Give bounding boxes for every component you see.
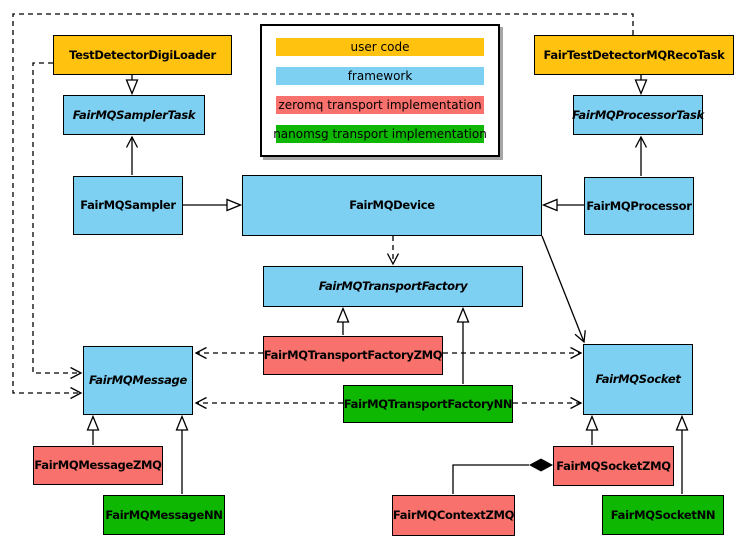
edge-digiloader-message [32,62,83,380]
legend: user code framework zeromq transport imp… [260,24,500,157]
node-fairmqmessagezmq: FairMQMessageZMQ [33,446,163,485]
node-fairmqsocket: FairMQSocket [583,344,693,415]
node-fairmqsocketzmq: FairMQSocketZMQ [553,446,674,486]
node-fairmqprocessortask: FairMQProcessorTask [572,95,704,135]
node-fairmqsamplertask: FairMQSamplerTask [63,95,205,135]
node-fairmqsampler: FairMQSampler [73,176,183,235]
legend-item-nanomsg: nanomsg transport implementation [273,125,487,143]
node-fairmqmessage: FairMQMessage [83,346,193,415]
node-fairmqtransportfactoryzmq: FairMQTransportFactoryZMQ [263,336,443,375]
node-fairmqprocessor: FairMQProcessor [584,177,694,235]
node-fairtestdetectormqrecotask: FairTestDetectorMQRecoTask [534,35,734,75]
node-fairmqdevice: FairMQDevice [242,175,542,236]
node-fairmqsocketnn: FairMQSocketNN [602,495,724,535]
edge-recotask-message [12,13,634,400]
node-fairmqtransportfactory: FairMQTransportFactory [263,266,523,307]
legend-item-zeromq: zeromq transport implementation [276,96,484,114]
edge-device-socket [541,235,586,344]
legend-item-framework: framework [276,67,484,85]
node-fairmqtransportfactorynn: FairMQTransportFactoryNN [343,385,513,423]
node-fairmqmessagenn: FairMQMessageNN [103,495,225,535]
composition-diamond-icon [529,458,553,472]
legend-item-user-code: user code [276,38,484,56]
edge-socketzmq-contextzmq [452,464,529,494]
node-fairmqcontextzmq: FairMQContextZMQ [392,495,515,536]
node-testdetectordigiloader: TestDetectorDigiLoader [53,35,232,75]
